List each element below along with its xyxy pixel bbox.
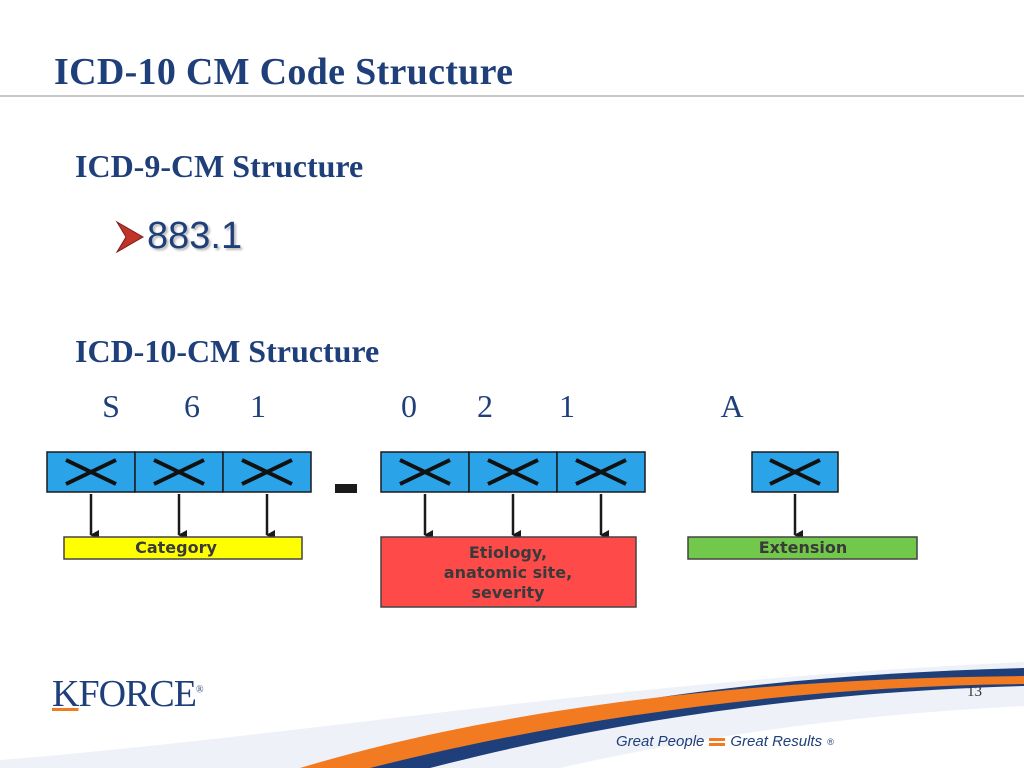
etiology-box: Etiology, anatomic site, severity: [380, 536, 637, 608]
tagline-right: Great Results: [730, 733, 823, 750]
char-label-4: 0: [401, 388, 417, 424]
etiology-label-line-3: severity: [471, 583, 545, 602]
footer-swoosh: [0, 662, 1024, 768]
char-box-5: [468, 451, 558, 493]
char-box-2: [134, 451, 224, 493]
char-box-3: [222, 451, 312, 493]
char-label-2: 6: [184, 388, 200, 424]
char-box-7: [751, 451, 839, 493]
category-box: Category: [63, 536, 303, 560]
icd9-code: 883.1: [147, 215, 243, 257]
page-number: 13: [967, 684, 982, 700]
char-box-1: [46, 451, 136, 493]
char-label-5: 2: [477, 388, 493, 424]
icd9-heading: ICD-9-CM Structure: [75, 148, 364, 184]
char-label-3: 1: [250, 388, 266, 424]
extension-box: Extension: [687, 536, 918, 560]
char-label-6: 1: [559, 388, 575, 424]
char-label-7: A: [720, 388, 744, 424]
tagline-left: Great People: [616, 733, 705, 750]
logo-registered-mark: ®: [195, 684, 204, 696]
logo-k: K: [52, 673, 79, 715]
logo-rest: FORCE: [78, 673, 196, 715]
title-divider: [0, 95, 1024, 97]
char-box-6: [556, 451, 646, 493]
kforce-logo: KFORCE®: [52, 672, 204, 716]
etiology-label-line-2: anatomic site,: [444, 563, 572, 582]
separator-dash: [335, 484, 357, 493]
slide-title: ICD-10 CM Code Structure: [54, 51, 514, 93]
char-label-1: S: [102, 388, 120, 424]
footer-tagline: Great People Great Results ®: [616, 733, 834, 750]
extension-label: Extension: [759, 538, 848, 557]
code-structure-diagram: Category Etiology, anatomic site, severi…: [46, 451, 918, 608]
char-box-4: [380, 451, 470, 493]
etiology-label-line-1: Etiology,: [469, 543, 547, 562]
icd9-bullet: 883.1: [113, 215, 242, 258]
icd10-heading: ICD-10-CM Structure: [75, 333, 380, 369]
equals-icon: [709, 737, 726, 746]
tagline-registered-mark: ®: [827, 736, 834, 747]
arrow-bullet-icon: [115, 220, 145, 253]
category-label: Category: [135, 538, 217, 557]
